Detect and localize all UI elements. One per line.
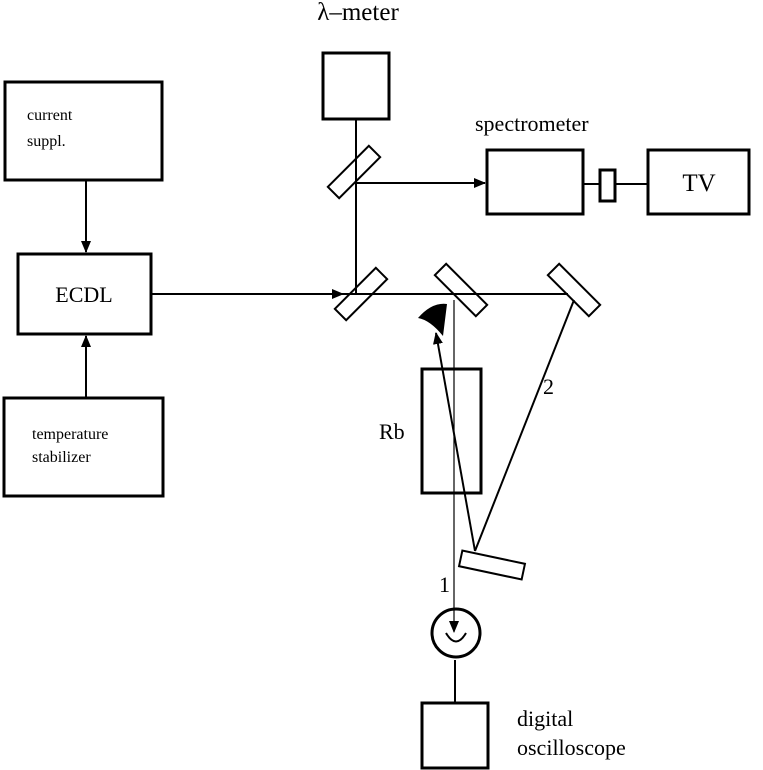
mirror-bottom: [457, 549, 527, 581]
temperature-stabilizer-label-line2: stabilizer: [32, 449, 91, 466]
rb-cell: [420, 367, 483, 495]
rb-label: Rb: [379, 419, 405, 444]
photodetector: [430, 607, 482, 659]
current-supply-label-line1: current: [27, 107, 73, 124]
beam-splitter-top: [326, 144, 382, 200]
spectrometer-box: [485, 148, 585, 216]
tv-box: [646, 148, 751, 216]
lambda-meter-box: [321, 51, 391, 121]
temperature-stabilizer-box: [2, 396, 165, 498]
beam-2-label: 2: [543, 374, 554, 399]
camera-coupler: [598, 168, 617, 203]
lambda-meter-label: λ–meter: [317, 0, 399, 26]
current-supply-label-line2: suppl.: [27, 133, 66, 150]
beam-splitter-probe: [433, 262, 489, 318]
current-supply-box: [3, 80, 164, 182]
oscilloscope-box: [420, 701, 490, 770]
pump-beam-2-back: [433, 332, 476, 552]
oscilloscope-label-line2: oscilloscope: [517, 735, 626, 760]
photodetector-curve: [445, 632, 467, 643]
pump-beam-2-down: [474, 299, 575, 552]
oscilloscope-label-line1: digital: [517, 706, 573, 731]
beam-dump: [418, 303, 447, 336]
ecdl-label: ECDL: [55, 282, 112, 307]
tv-label: TV: [682, 170, 715, 197]
beam-1-label: 1: [439, 572, 450, 597]
spectrometer-label: spectrometer: [475, 111, 589, 136]
mirror-right: [546, 262, 602, 318]
temperature-stabilizer-label-line1: temperature: [32, 426, 108, 443]
